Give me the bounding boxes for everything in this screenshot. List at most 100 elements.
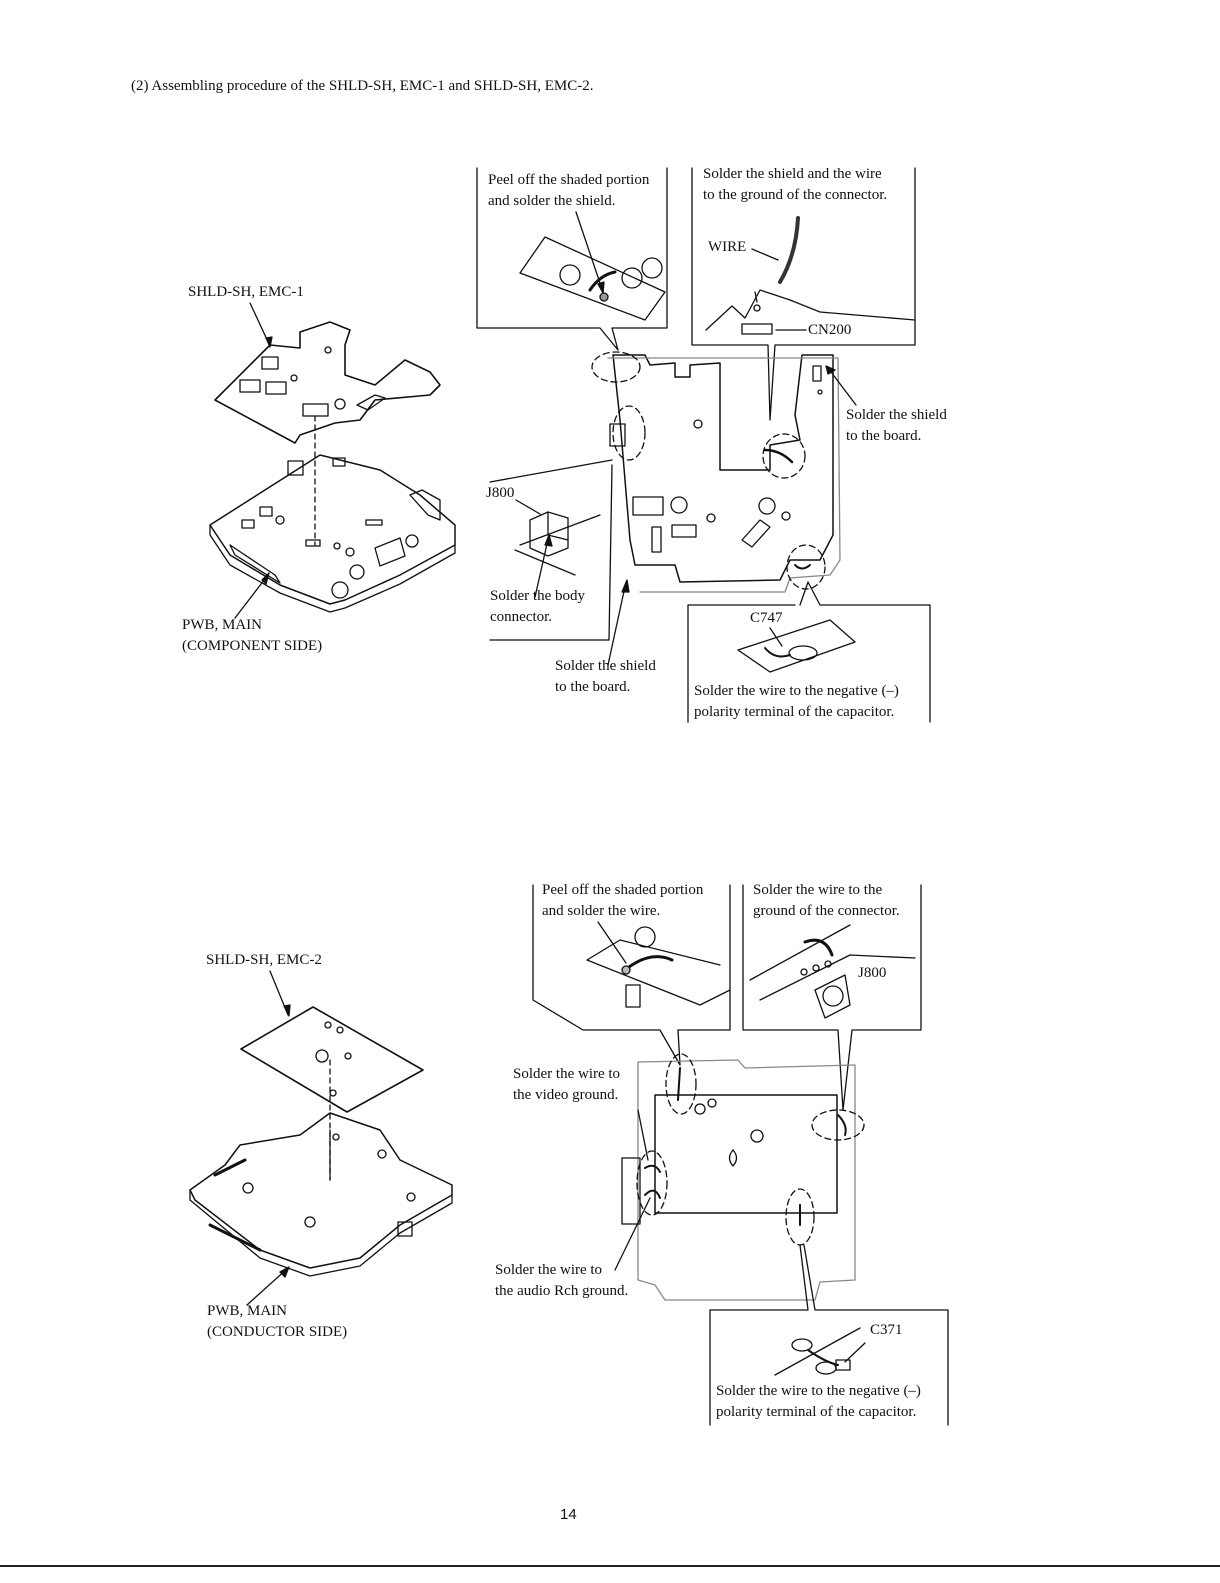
chassis-part	[672, 525, 696, 537]
pwb-component	[410, 490, 440, 520]
label-body-connector: Solder the body connector.	[490, 588, 585, 625]
side-jacks	[622, 1158, 640, 1224]
pwb-component	[333, 458, 345, 466]
pwb-edge-part	[215, 1160, 245, 1175]
j800-detail-1	[515, 500, 600, 597]
chassis-hole	[707, 514, 715, 522]
label-wire: WIRE	[708, 239, 747, 255]
leader-peel-2	[598, 922, 626, 963]
shld-emc2-hole	[330, 1090, 336, 1096]
label-pwb-component: PWB, MAIN (COMPONENT SIDE)	[182, 617, 323, 654]
arrow	[280, 1267, 289, 1277]
shld-emc1-hole	[325, 347, 331, 353]
board-detail	[738, 620, 855, 672]
pwb-main-edge	[210, 525, 455, 612]
label-audio-ground: Solder the wire to the audio Rch ground.	[495, 1262, 629, 1299]
label-c747: C747	[750, 610, 783, 626]
pwb-hole	[333, 1134, 339, 1140]
callout-wire-box-1	[692, 168, 915, 420]
callout-box	[710, 1245, 948, 1425]
board-detail	[750, 925, 915, 1000]
leader-c747	[770, 628, 782, 646]
shield-strip	[590, 272, 615, 290]
chassis-hole	[782, 512, 790, 520]
bottom-rule	[0, 1565, 1220, 1567]
chassis-part	[813, 366, 821, 381]
chassis-hole	[695, 1104, 705, 1114]
callout-c371-box	[710, 1245, 948, 1425]
callout-peel-box-2	[533, 885, 730, 1065]
callout-box	[533, 885, 730, 1065]
j800-connector	[815, 975, 850, 1018]
solder-location-5	[666, 1054, 696, 1114]
shld-emc1-hole	[262, 357, 278, 369]
chassis-hole	[818, 390, 822, 394]
callout-line	[490, 460, 612, 482]
shld-emc1-tab	[357, 395, 385, 410]
wire	[805, 940, 832, 955]
solder-location-3	[763, 434, 805, 478]
pwb-hole	[243, 1183, 253, 1193]
pwb-round-part	[350, 565, 364, 579]
shld-emc1-hole	[335, 399, 345, 409]
leader-video-ground	[638, 1110, 648, 1160]
shld-emc2-plate	[241, 1007, 423, 1112]
wire	[645, 1166, 660, 1172]
hole	[792, 1339, 812, 1351]
shld-emc2-hole	[345, 1053, 351, 1059]
leader-shield-bottom	[608, 582, 626, 665]
label-video-ground: Solder the wire to the video ground.	[513, 1066, 621, 1103]
wire	[838, 1115, 846, 1135]
wire-detail	[780, 218, 798, 282]
pwb-hole	[305, 1217, 315, 1227]
arrow	[598, 282, 604, 293]
capacitor	[642, 258, 662, 278]
chassis-hole	[694, 420, 702, 428]
leader-shld1-arrow	[266, 337, 272, 347]
arrow	[284, 1005, 290, 1016]
chassis-hole	[671, 497, 687, 513]
label-peel-wire: Peel off the shaded portion and solder t…	[542, 882, 704, 919]
pin	[801, 969, 807, 975]
solder-location-1	[592, 352, 640, 382]
hole	[635, 927, 655, 947]
capacitor	[622, 268, 642, 288]
wire	[765, 648, 790, 656]
board-line	[775, 1328, 860, 1375]
side-connector	[610, 424, 625, 446]
pwb-jack	[406, 535, 418, 547]
chassis-part	[742, 520, 770, 547]
pwb-hole	[407, 1193, 415, 1201]
pwb-component	[260, 507, 272, 516]
chassis-hole	[751, 1130, 763, 1142]
leader-pwb1	[235, 575, 268, 618]
pwb-component	[288, 461, 303, 475]
pwb-hole	[334, 543, 340, 549]
solder-point	[622, 966, 630, 974]
leader-c371	[845, 1343, 865, 1362]
board-detail	[587, 940, 730, 1005]
board-line	[520, 515, 600, 545]
shld-emc1-hole	[266, 382, 286, 394]
label-j800-2: J800	[858, 965, 887, 981]
shld-emc2-hole	[325, 1022, 331, 1028]
cn200-connector	[742, 324, 772, 334]
leader-pwb2	[247, 1268, 288, 1305]
j800-face	[548, 512, 568, 540]
leader-j800	[516, 500, 540, 514]
wire	[765, 450, 792, 462]
pwb-round-part	[332, 582, 348, 598]
capacitor	[789, 646, 817, 660]
chassis-inner	[655, 1095, 837, 1213]
arrow	[545, 535, 552, 546]
label-c371: C371	[870, 1322, 903, 1338]
solder-location-6	[812, 1110, 864, 1140]
label-shield-board-bottom: Solder the shield to the board.	[555, 658, 656, 695]
page-number: 14	[560, 1506, 577, 1523]
label-shld-emc2: SHLD-SH, EMC-2	[206, 952, 322, 968]
shld-emc1-hole	[240, 380, 260, 392]
label-capacitor-note-2: Solder the wire to the negative (–) pola…	[716, 1383, 921, 1420]
leader-peel-1	[576, 212, 603, 292]
chassis-hole	[708, 1099, 716, 1107]
label-shld-emc1: SHLD-SH, EMC-1	[188, 284, 304, 300]
